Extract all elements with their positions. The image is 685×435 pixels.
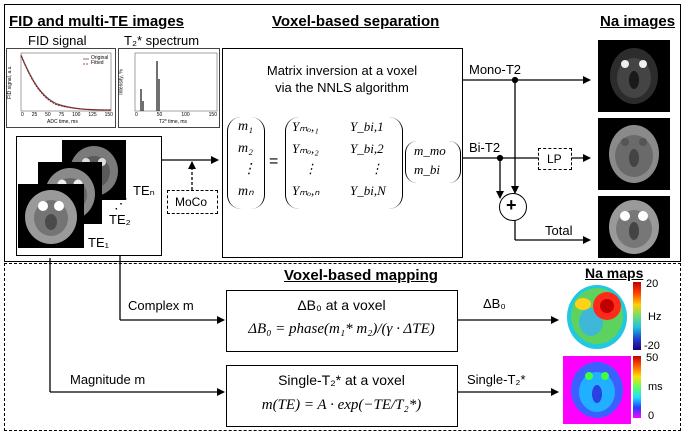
matrix-inversion-box: Matrix inversion at a voxel via the NNLS…	[222, 48, 463, 258]
voxel-mapping-title: Voxel-based mapping	[284, 267, 438, 284]
na-image-bi	[598, 118, 670, 190]
plus-icon: +	[506, 195, 517, 215]
sum-node: +	[499, 193, 527, 221]
voxel-separation-title: Voxel-based separation	[272, 13, 440, 30]
fid-legend-original: Original	[91, 55, 109, 61]
bottom-section-frame	[4, 263, 681, 431]
fid-ylabel: FID signal, a.u.	[6, 65, 13, 99]
b0-colorbar-unit: Hz	[648, 311, 662, 323]
bi-t2-label: Bi-T2	[469, 140, 501, 155]
te-image-1	[18, 184, 84, 248]
te-1-label: TE₁	[88, 235, 109, 250]
lp-box: LP	[538, 148, 572, 170]
t2-colorbar-min: 0	[648, 410, 655, 422]
lp-label: LP	[547, 152, 562, 166]
te-2-label: TE₂	[109, 212, 131, 227]
matrix-line2: via the NNLS algorithm	[275, 80, 409, 95]
single-t2-output-label: Single-T₂*	[467, 372, 526, 387]
t2-colorbar-unit: ms	[648, 381, 663, 393]
b0-colorbar-max: 20	[646, 278, 659, 290]
fid-section-title: FID and multi-TE images	[9, 13, 185, 30]
single-t2-formula: m(TE) = A · exp(−TE/T₂*)	[261, 397, 422, 413]
t2-xlabel: T2* time, ms	[159, 119, 188, 125]
delta-b0-output-label: ΔB₀	[483, 296, 506, 311]
na-image-mono	[598, 40, 670, 112]
te-dots: ⋰	[114, 195, 128, 211]
delta-b0-title: ΔB₀ at a voxel	[297, 297, 386, 313]
t2-colorbar-max: 50	[646, 352, 659, 364]
t2-colorbar	[633, 356, 641, 418]
na-maps-title: Na maps	[585, 265, 644, 281]
equals-sign: =	[269, 153, 279, 170]
top-section-frame	[4, 4, 681, 262]
single-t2-title: Single-T₂* at a voxel	[278, 372, 405, 388]
b0-map	[563, 282, 631, 352]
na-images-title: Na images	[600, 13, 676, 30]
y-matrix: Yₘₒ,₁ Yₘₒ,₂ ⋮ Yₘₒ,ₙ Y_bi,1 Y_bi,2 ⋮ Y_bi…	[285, 117, 403, 209]
fid-legend-fitted: Fitted	[91, 60, 104, 66]
complex-m-label: Complex m	[128, 298, 194, 313]
delta-b0-formula: ΔB₀ = phase(m₁* m₂)/(γ · ΔTE)	[248, 321, 435, 337]
m-mo-bi-vector: m_mo m_bi	[405, 141, 461, 183]
mono-t2-label: Mono-T2	[469, 62, 522, 77]
moco-box: MoCo	[167, 190, 218, 214]
fid-plot-title: FID signal	[28, 33, 87, 48]
te-n-label: TEₙ	[133, 183, 155, 198]
moco-label: MoCo	[175, 195, 208, 209]
b0-colorbar	[633, 282, 641, 350]
t2-ylabel: Intensity, %	[118, 69, 125, 95]
b0-colorbar-min: -20	[644, 340, 660, 352]
matrix-line1: Matrix inversion at a voxel	[266, 63, 418, 78]
total-label: Total	[545, 223, 573, 238]
na-image-total	[598, 196, 670, 258]
magnitude-m-label: Magnitude m	[70, 372, 146, 387]
m-vector: m₁ m₂ ⋮ mₙ	[227, 117, 265, 209]
t2-plot-title: T₂* spectrum	[124, 33, 200, 48]
t2-map	[563, 356, 631, 424]
delta-b0-box: ΔB₀ at a voxel ΔB₀ = phase(m₁* m₂)/(γ · …	[226, 290, 458, 352]
single-t2-box: Single-T₂* at a voxel m(TE) = A · exp(−T…	[226, 365, 458, 427]
fid-xlabel: ADC time, ms	[47, 119, 78, 125]
